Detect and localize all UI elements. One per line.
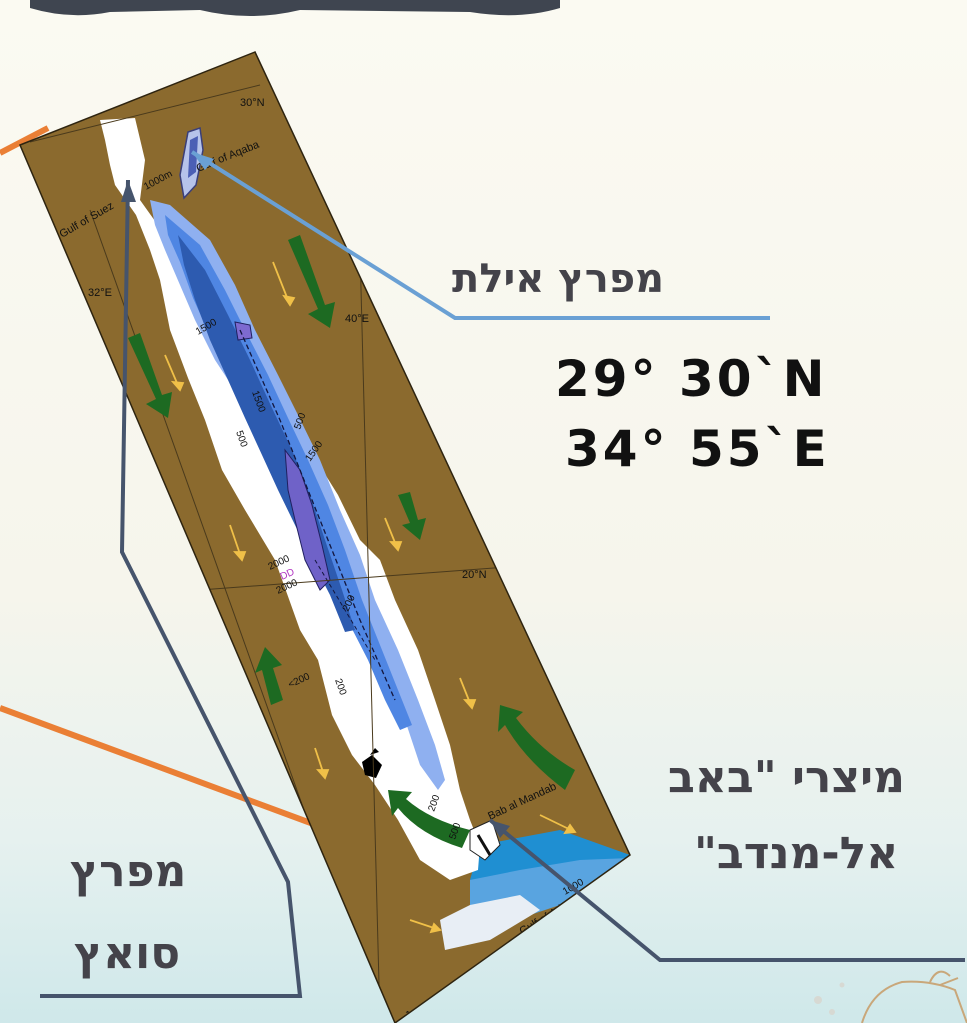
suez-pointer-line [40, 179, 303, 998]
latitude-text: 29° 30`N [555, 350, 828, 408]
lon-40-label: 40°E [345, 313, 369, 325]
grid-lat-30 [29, 84, 261, 143]
longitude-text: 34° 55`E [565, 420, 830, 478]
bab-mandab-label-line1: מיצרי "באב [668, 752, 905, 803]
wind-arrow [128, 333, 172, 418]
wind-arrow [388, 790, 470, 848]
bab-pointer-line [488, 818, 965, 962]
orange-connector-top [0, 125, 50, 156]
lat-30-label: 30°N [240, 97, 265, 109]
lat-20-label: 20°N [462, 569, 487, 581]
grid-lon-40 [359, 249, 381, 1023]
island [362, 755, 382, 778]
map-frame [19, 51, 631, 1023]
depth-2000-zone [284, 448, 331, 591]
wind-arrow [288, 235, 335, 328]
eilat-pointer-line [190, 150, 770, 320]
wind-arrow [255, 647, 283, 705]
red-sea-map: 30°N 20°N 10°N 32°E 40°E Gulf of Aqaba G… [20, 52, 630, 1023]
lon-32-label: 32°E [88, 287, 112, 299]
wind-arrow [498, 705, 575, 790]
suez-gulf-label-line1: מפרץ [70, 846, 187, 897]
decorative-sketch-icon [861, 970, 967, 1023]
suez-gulf-label-line2: סואץ [74, 928, 181, 979]
title-fragment [30, 0, 560, 16]
bab-mandab-label-line2: אל-מנדב" [694, 828, 899, 879]
eilat-gulf-label: מפרץ אילת [452, 256, 665, 302]
lat-10-label: 10°N [405, 1010, 427, 1021]
orange-connector-bottom [0, 705, 337, 835]
decorative-dots [814, 982, 845, 1015]
wind-arrow [398, 492, 426, 540]
current-arrows [164, 261, 577, 934]
